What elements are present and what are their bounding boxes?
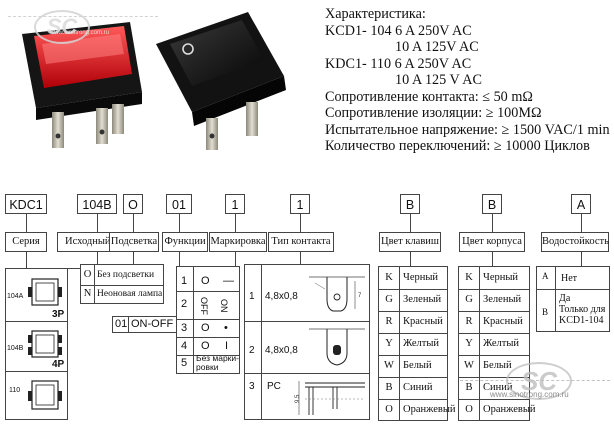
color-name: Оранжевый: [483, 404, 536, 415]
spec-line: Сопротивление контакта: ≤ 50 mΩ: [325, 88, 533, 105]
color-code: B: [459, 377, 480, 399]
color-name: Белый: [483, 360, 512, 371]
spec-line: 10 A 125 V AC: [395, 72, 482, 88]
color-name: Оранжевый: [403, 404, 456, 415]
label-series: Серия: [5, 232, 47, 252]
type-table: 104A 3P 104B 4P 110: [5, 268, 68, 420]
label-backlight: Подсветка: [109, 232, 159, 252]
color-code: W: [379, 355, 400, 377]
contact-tab-diagram: [309, 328, 365, 366]
color-code: O: [81, 265, 95, 285]
contact-tab-diagram: 7: [309, 276, 365, 312]
waterproof-table: A Нет B Да Только для KCD1-104: [536, 266, 610, 332]
color-name: Белый: [403, 360, 432, 371]
spec-line: KDC1- 110 6 A 250V AC: [325, 55, 472, 72]
type-label: 110: [9, 387, 21, 394]
color-name: Красный: [403, 316, 443, 327]
code-backlight: O: [123, 194, 143, 214]
color-name: Зеленый: [403, 294, 442, 305]
switch-104a-diagram: [28, 278, 62, 306]
label-marking: Маркировка: [209, 232, 267, 252]
code-case-color: B: [482, 194, 502, 214]
label-key-color: Цвет клавиш: [379, 232, 441, 252]
marking-table: 1 O — 2 OFF ON 3 O • 4 O I 5 Без марки- …: [176, 266, 240, 374]
color-code: W: [459, 355, 480, 377]
color-code: K: [459, 267, 480, 289]
contact-table: 1 4,8x0,8 7 2 4,8x0,8 3 PC 9.5: [244, 264, 370, 420]
color-code: N: [81, 285, 95, 303]
code-key-color: B: [400, 194, 420, 214]
label-case-color: Цвет корпуса: [459, 232, 525, 252]
watermark-logo-top: SC www.sinotrong.com.ru: [8, 10, 158, 44]
code-contact: 1: [290, 194, 310, 214]
pc-pin-diagram: 9.5: [295, 381, 365, 415]
code-waterproof: A: [571, 194, 591, 214]
svg-text:7: 7: [358, 293, 362, 299]
spec-title: Характеристика:: [325, 6, 426, 22]
code-type: 104B: [77, 194, 117, 214]
code-marking: 1: [225, 194, 245, 214]
color-code: R: [379, 311, 400, 333]
color-name: Черный: [483, 272, 519, 283]
switch-104b-diagram: [28, 330, 62, 358]
type-label: 104A: [7, 293, 24, 300]
code-function: 01: [166, 194, 192, 214]
color-code: G: [459, 289, 480, 311]
spec-line: Испытательное напряжение: ≥ 1500 VAC/1 m…: [325, 121, 610, 138]
color-name: Зеленый: [483, 294, 522, 305]
spec-line: Количество переключений: ≥ 10000 Циклов: [325, 138, 590, 154]
color-code: O: [379, 399, 400, 421]
label-waterproof: Водостойкость: [541, 232, 609, 252]
label-function: Функции: [162, 232, 208, 252]
switch-110-diagram: [28, 380, 62, 410]
color-name: Черный: [403, 272, 439, 283]
color-name: Синий: [403, 382, 433, 393]
color-code: K: [379, 267, 400, 289]
color-code: Y: [379, 333, 400, 355]
function-option: 01 ON-OFF: [112, 316, 178, 333]
spec-line: KCD1- 104 6 A 250V AC: [325, 22, 472, 39]
type-label: 104B: [7, 345, 24, 352]
color-name: Желтый: [403, 338, 440, 349]
color-name: Красный: [483, 316, 523, 327]
color-code: Y: [459, 333, 480, 355]
color-name: Неоновая лампа: [97, 289, 163, 299]
color-name: Желтый: [483, 338, 520, 349]
svg-text:9.5: 9.5: [295, 394, 301, 403]
specification: Характеристика: KCD1- 104 6 A 250V AC 10…: [325, 6, 610, 155]
poles-label: 4P: [52, 359, 65, 370]
color-code: O: [459, 399, 480, 421]
spec-line: 10 A 125V AC: [395, 39, 479, 55]
color-name: Синий: [483, 382, 513, 393]
poles-label: 3P: [52, 309, 65, 320]
label-contact: Тип контакта: [268, 232, 334, 252]
spec-line: Сопротивление изоляции: ≥ 100MΩ: [325, 105, 542, 121]
backlight-table: O Без подсветки N Неоновая лампа: [80, 264, 164, 304]
color-row: N Неоновая лампа: [81, 285, 163, 303]
color-row: O Без подсветки: [81, 265, 163, 286]
color-code: G: [379, 289, 400, 311]
color-code: B: [379, 377, 400, 399]
watermark-logo-bottom: SC www.sinotrong.com.ru: [460, 360, 610, 410]
color-name: Без подсветки: [97, 270, 155, 280]
code-series: KDC1: [5, 194, 47, 214]
color-code: R: [459, 311, 480, 333]
black-switch-photo: [156, 12, 286, 150]
